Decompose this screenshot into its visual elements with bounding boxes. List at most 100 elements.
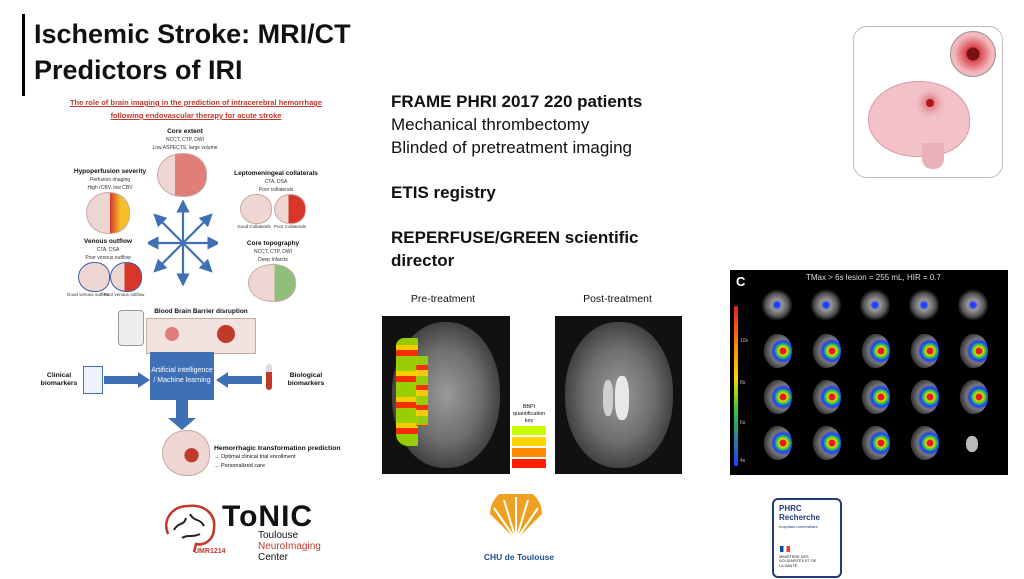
venous-outflow-label: Venous outflow CTA, DSA Poor venous outf… [83, 238, 133, 261]
arrow-ai-to-prediction [168, 400, 196, 430]
tmax-title: TMax > 6s lesion = 255 mL, HIR = 0.7 [806, 273, 941, 282]
tmax-panel-letter: C [736, 274, 746, 289]
tmax-slice [909, 426, 939, 460]
hypoperfusion-label: Hypoperfusion severity Perfusion imaging… [73, 168, 147, 191]
post-treatment-mri-image [555, 316, 682, 474]
collaterals-label: Leptomeningeal collaterals CTA, DSA Poor… [234, 170, 318, 193]
tmax-scale-6s: 6s [740, 420, 746, 426]
bbpi-key [512, 426, 546, 470]
brain-shape [868, 81, 970, 157]
prediction-item1: → Optimal clinical trial enrollment [214, 454, 296, 460]
slide-title-line2: Predictors of IRI [34, 55, 243, 85]
collaterals-poor-brain-image [274, 194, 306, 224]
prediction-item2: → Personalized care [214, 463, 266, 469]
tmax-slice [762, 334, 792, 368]
bbpi-key-title: BBPI quantification key [512, 404, 546, 424]
tonic-logo-name: ToNIC [222, 500, 314, 533]
venous-poor-caption: Poor venous outflow [103, 292, 145, 297]
core-extent-label: Core extent NCCT, CTP, DWI Low ASPECTS, … [152, 128, 218, 151]
title-accent-bar [22, 14, 25, 96]
tmax-slice [762, 426, 792, 460]
text-thrombectomy: Mechanical thrombectomy [391, 115, 590, 134]
prediction-text: Hemorrhagic transformation prediction → … [214, 444, 344, 471]
tonic-logo-subtext: Toulouse NeuroImaging Center [258, 530, 321, 563]
text-reperfuse-1: REPERFUSE/GREEN scientific [391, 228, 639, 247]
venous-good-brain-image [78, 262, 110, 292]
tmax-slice [909, 288, 939, 322]
figure-title-line2: following endovascular therapy for acute… [110, 111, 282, 120]
main-text: FRAME PHRI 2017 220 patients Mechanical … [391, 90, 642, 272]
post-treatment-label: Post-treatment [583, 293, 652, 305]
core-topography-label: Core topography NCCT, CTP, DWI Deep Infa… [246, 240, 300, 263]
chu-logo-text: CHU de Toulouse [483, 552, 555, 562]
pre-treatment-label: Pre-treatment [410, 293, 476, 305]
clipboard-icon [83, 366, 103, 394]
tmax-slice [958, 334, 988, 368]
tmax-slice [811, 426, 841, 460]
collaterals-good-caption: Good Collaterals [237, 224, 271, 229]
pre-treatment-mri-image [382, 316, 510, 474]
collaterals-poor-caption: Poor Collaterals [273, 224, 306, 229]
tonic-line1: Toulouse [258, 530, 299, 541]
tmax-scale-10s: 10s [740, 338, 749, 344]
tmax-scale-8s: 8s [740, 380, 746, 386]
tmax-slice [860, 288, 890, 322]
phrc-small: hospitalo-universitaire [779, 524, 818, 529]
clinical-biomarkers-label: Clinical biomarkers [40, 372, 78, 387]
biological-biomarkers-label: Biological biomarkers [287, 372, 325, 387]
tmax-slice-grid [758, 286, 1004, 472]
bbb-image [146, 318, 256, 354]
phrc-logo: PHRC Recherche hospitalo-universitaire M… [772, 498, 842, 578]
slide-title-line1: Ischemic Stroke: MRI/CT [34, 19, 351, 49]
venous-poor-brain-image [110, 262, 142, 292]
hypoperfusion-brain-image [86, 192, 130, 234]
tmax-slice [811, 288, 841, 322]
tmax-panel: C TMax > 6s lesion = 255 mL, HIR = 0.7 1… [730, 270, 1008, 475]
phrc-line1: PHRC [779, 504, 802, 513]
tmax-slice [958, 288, 988, 322]
clot-spot [926, 99, 934, 107]
tmax-slice [860, 334, 890, 368]
bbpi-key-swatch [512, 426, 546, 435]
brainstem-shape [922, 143, 944, 169]
tmax-slice [762, 288, 792, 322]
tmax-slice [860, 426, 890, 460]
vessel-zoom-icon [950, 31, 996, 77]
text-etis: ETIS registry [391, 183, 496, 202]
core-topography-brain-image [248, 264, 296, 302]
text-reperfuse-2: director [391, 251, 455, 270]
tmax-slice [958, 380, 988, 414]
core-extent-brain-image [157, 153, 207, 197]
slide-title: Ischemic Stroke: MRI/CT Predictors of IR… [34, 16, 351, 88]
text-frame: FRAME PHRI 2017 220 patients [391, 92, 643, 111]
tmax-colorbar [734, 306, 738, 466]
arrow-star [148, 200, 218, 286]
tmax-slice [909, 334, 939, 368]
tonic-line2: NeuroImaging [258, 541, 321, 552]
mri-scanner-icon [118, 310, 144, 346]
flag-icon [780, 546, 790, 552]
tonic-line3: Center [258, 552, 289, 563]
chu-shell-logo-icon [486, 488, 546, 542]
figure-title: The role of brain imaging in the predict… [48, 96, 344, 122]
figure-title-line1: The role of brain imaging in the predict… [69, 98, 323, 107]
blood-tube-icon [266, 364, 272, 390]
stroke-brain-illustration [853, 26, 1003, 178]
tmax-slice [762, 380, 792, 414]
prediction-brain-image [162, 430, 210, 476]
bbpi-key-swatch [512, 437, 546, 446]
phrc-ministry: MINISTÈRE DES SOLIDARITÉS ET DE LA SANTÉ [779, 555, 817, 568]
tmax-slice [811, 380, 841, 414]
collaterals-good-brain-image [240, 194, 272, 224]
venous-good-caption: Good venous outflow [66, 292, 110, 297]
tmax-slice [909, 380, 939, 414]
tonic-brain-logo-icon [160, 500, 220, 554]
text-blinded: Blinded of pretreatment imaging [391, 138, 632, 157]
tmax-slice [811, 334, 841, 368]
tmax-slice [860, 380, 890, 414]
arrow-biological-to-ai [216, 372, 262, 388]
tmax-slice [966, 436, 978, 452]
bbpi-key-swatch [512, 448, 546, 457]
bbpi-key-swatch [512, 459, 546, 468]
tmax-scale-4s: 4s [740, 458, 746, 464]
